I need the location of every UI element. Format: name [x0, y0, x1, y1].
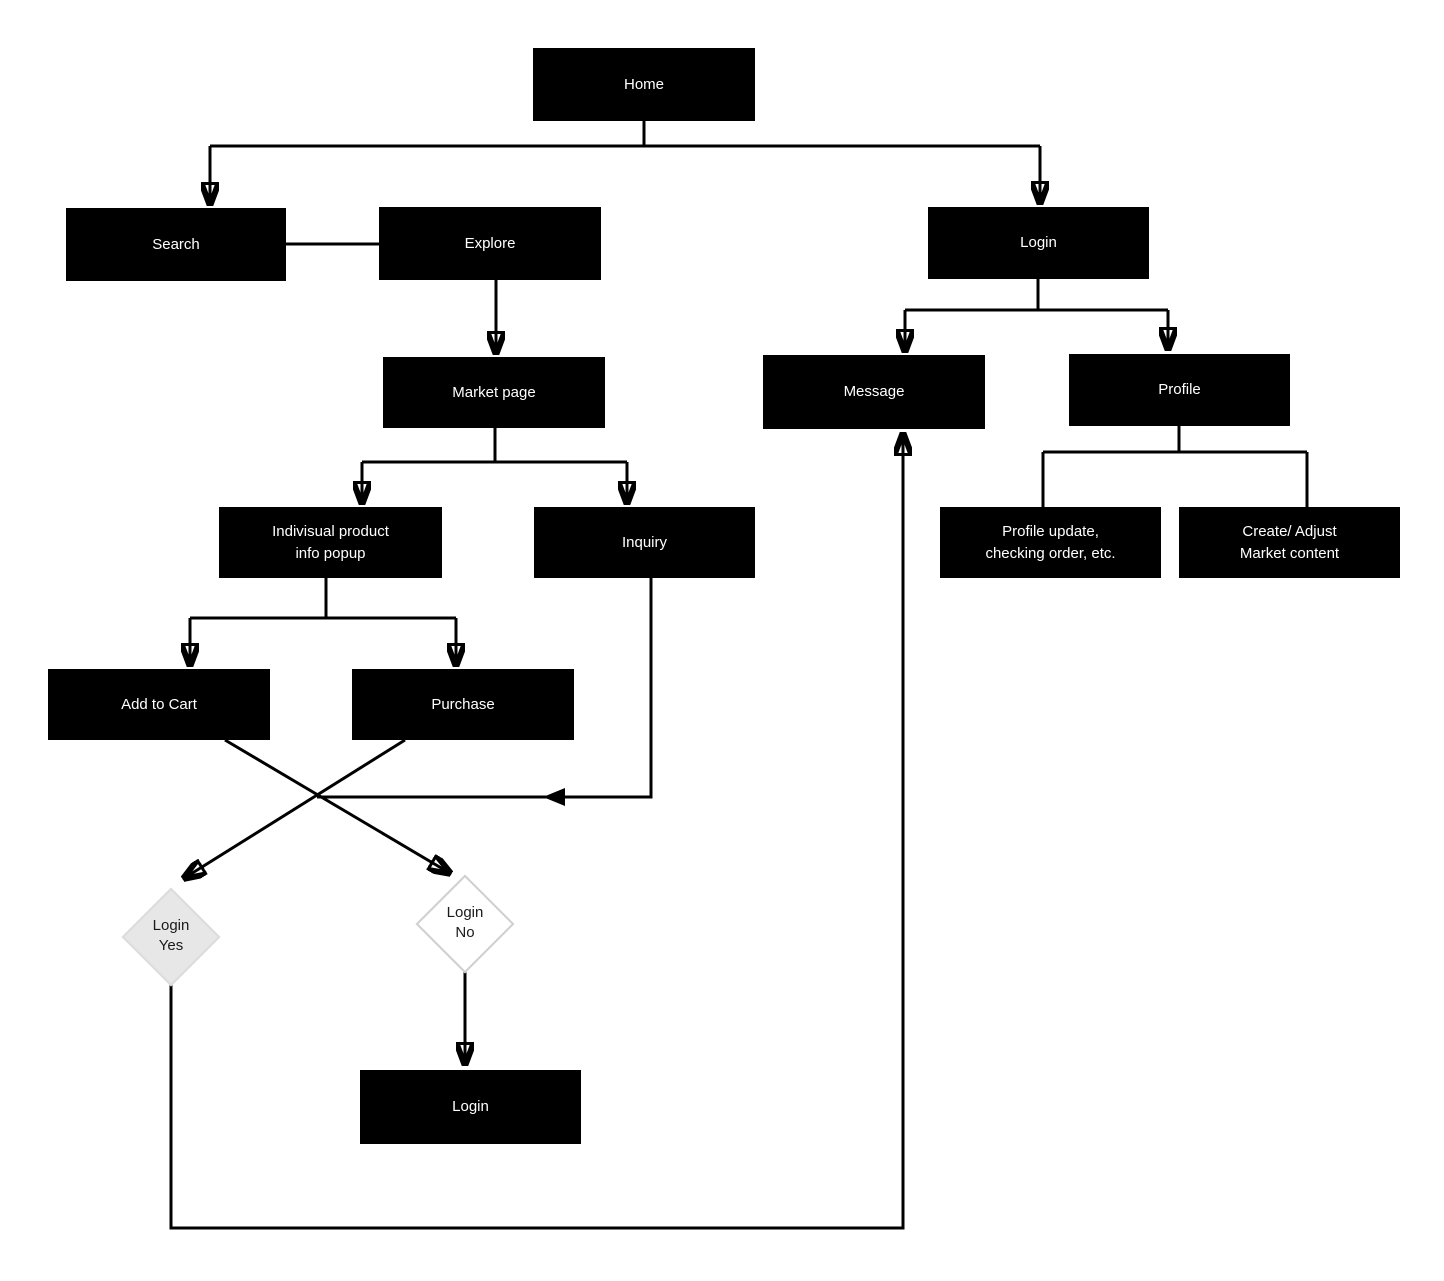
node-home-label: Home	[623, 75, 664, 93]
node-message: Message	[763, 355, 985, 429]
node-explore-label: Explore	[464, 234, 516, 252]
node-login-bottom: Login	[360, 1070, 581, 1144]
node-home: Home	[533, 48, 755, 121]
node-profile-update: Profile update, checking order, etc.	[940, 507, 1161, 578]
node-login-top: Login	[928, 207, 1149, 279]
node-product-popup: Indivisual product info popup	[219, 507, 442, 578]
node-inquiry-label: Inquiry	[621, 533, 668, 551]
node-inquiry: Inquiry	[534, 507, 755, 578]
node-add-to-cart-label: Add to Cart	[121, 695, 197, 713]
edge-inquiry-arrowhead	[543, 788, 565, 806]
node-message-label: Message	[843, 383, 905, 401]
node-profile-label: Profile	[1158, 381, 1201, 399]
node-profile-update-label: Profile update, checking order, etc.	[985, 522, 1116, 562]
node-create-adjust: Create/ Adjust Market content	[1179, 507, 1400, 578]
node-market-page: Market page	[383, 357, 605, 428]
node-explore: Explore	[379, 207, 601, 280]
decision-login-no-label: Login No	[446, 904, 484, 942]
node-profile: Profile	[1069, 354, 1290, 426]
node-purchase-label: Purchase	[431, 695, 495, 713]
node-search: Search	[66, 208, 286, 281]
node-market-page-label: Market page	[452, 383, 536, 401]
node-add-to-cart: Add to Cart	[48, 669, 270, 740]
edge-cart-to-login-no	[224, 738, 448, 872]
edge-purchase-to-login-yes	[186, 738, 406, 877]
node-login-bottom-label: Login	[452, 1098, 489, 1116]
decision-login-yes-label: Login Yes	[152, 917, 190, 955]
node-product-popup-label: Indivisual product info popup	[272, 522, 389, 562]
edge-inquiry-to-junction	[317, 578, 653, 799]
node-purchase: Purchase	[352, 669, 574, 740]
node-login-top-label: Login	[1020, 234, 1057, 252]
node-create-adjust-label: Create/ Adjust Market content	[1239, 522, 1340, 562]
node-search-label: Search	[152, 235, 200, 253]
edge-login-yes-to-message	[169, 436, 903, 1230]
